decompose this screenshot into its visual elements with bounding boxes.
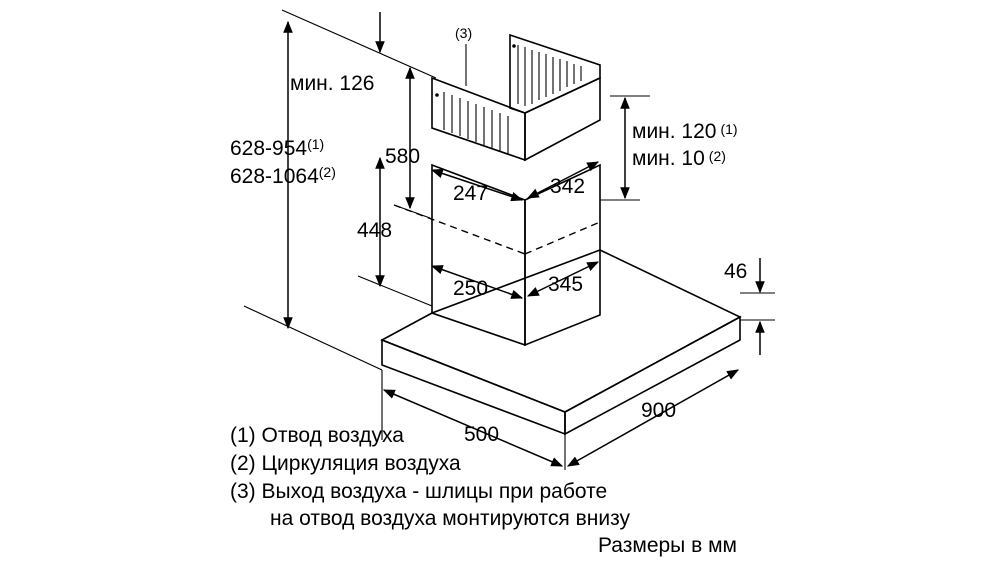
label-min120: мин. 120(1) <box>632 120 738 143</box>
label-total-height-2: 628-1064(2) <box>230 164 336 188</box>
label-46: 46 <box>724 260 747 283</box>
label-900: 900 <box>641 399 676 422</box>
label-500: 500 <box>464 423 499 446</box>
arrow-342 <box>526 161 600 199</box>
label-247: 247 <box>453 182 488 205</box>
reference-lines <box>243 9 775 470</box>
screw-dot <box>435 93 439 97</box>
arrow-500 <box>382 389 564 467</box>
chimney-upper-back <box>509 33 601 114</box>
legend-line-3: (3) Выход воздуха - шлицы при работе <box>230 480 607 503</box>
label-250: 250 <box>453 277 488 300</box>
dimension-arrows <box>283 12 765 467</box>
label-448: 448 <box>357 219 392 242</box>
arrow-900 <box>566 369 740 467</box>
upper-bottom-edge <box>431 127 526 161</box>
air-slots <box>443 45 582 154</box>
arrow-345 <box>526 261 600 297</box>
chimney-bottom-ref <box>357 275 433 307</box>
label-345: 345 <box>548 273 583 296</box>
legend-line-1: (1) Отвод воздуха <box>230 424 404 447</box>
legend: (1) Отвод воздуха (2) Циркуляция воздуха… <box>230 424 737 557</box>
legend-line-2: (2) Циркуляция воздуха <box>230 452 461 475</box>
legend-units: Размеры в мм <box>598 534 737 557</box>
arrow-250 <box>430 265 524 299</box>
callout-3: (3) <box>455 25 472 41</box>
arrow-247 <box>430 168 524 202</box>
label-342: 342 <box>550 175 585 198</box>
wall-line <box>243 305 383 371</box>
chimney-upper-side <box>524 76 601 162</box>
screw-dot <box>512 44 516 48</box>
chimney-upper-front <box>431 76 526 162</box>
label-min10: мин. 10(2) <box>632 147 726 170</box>
dimension-labels: мин. 126 628-954(1) 628-1064(2) 580 448 … <box>230 25 747 446</box>
label-min126: мин. 126 <box>290 72 374 95</box>
label-total-height-1: 628-954(1) <box>230 136 324 160</box>
ceiling-line <box>281 9 437 79</box>
legend-line-4: на отвод воздуха монтируются внизу <box>270 507 630 530</box>
overlap-dash-side <box>524 221 601 255</box>
canopy-front-face <box>381 338 566 436</box>
chimney-upper <box>431 33 601 162</box>
label-580: 580 <box>385 145 420 168</box>
canopy-side-face <box>564 315 741 436</box>
